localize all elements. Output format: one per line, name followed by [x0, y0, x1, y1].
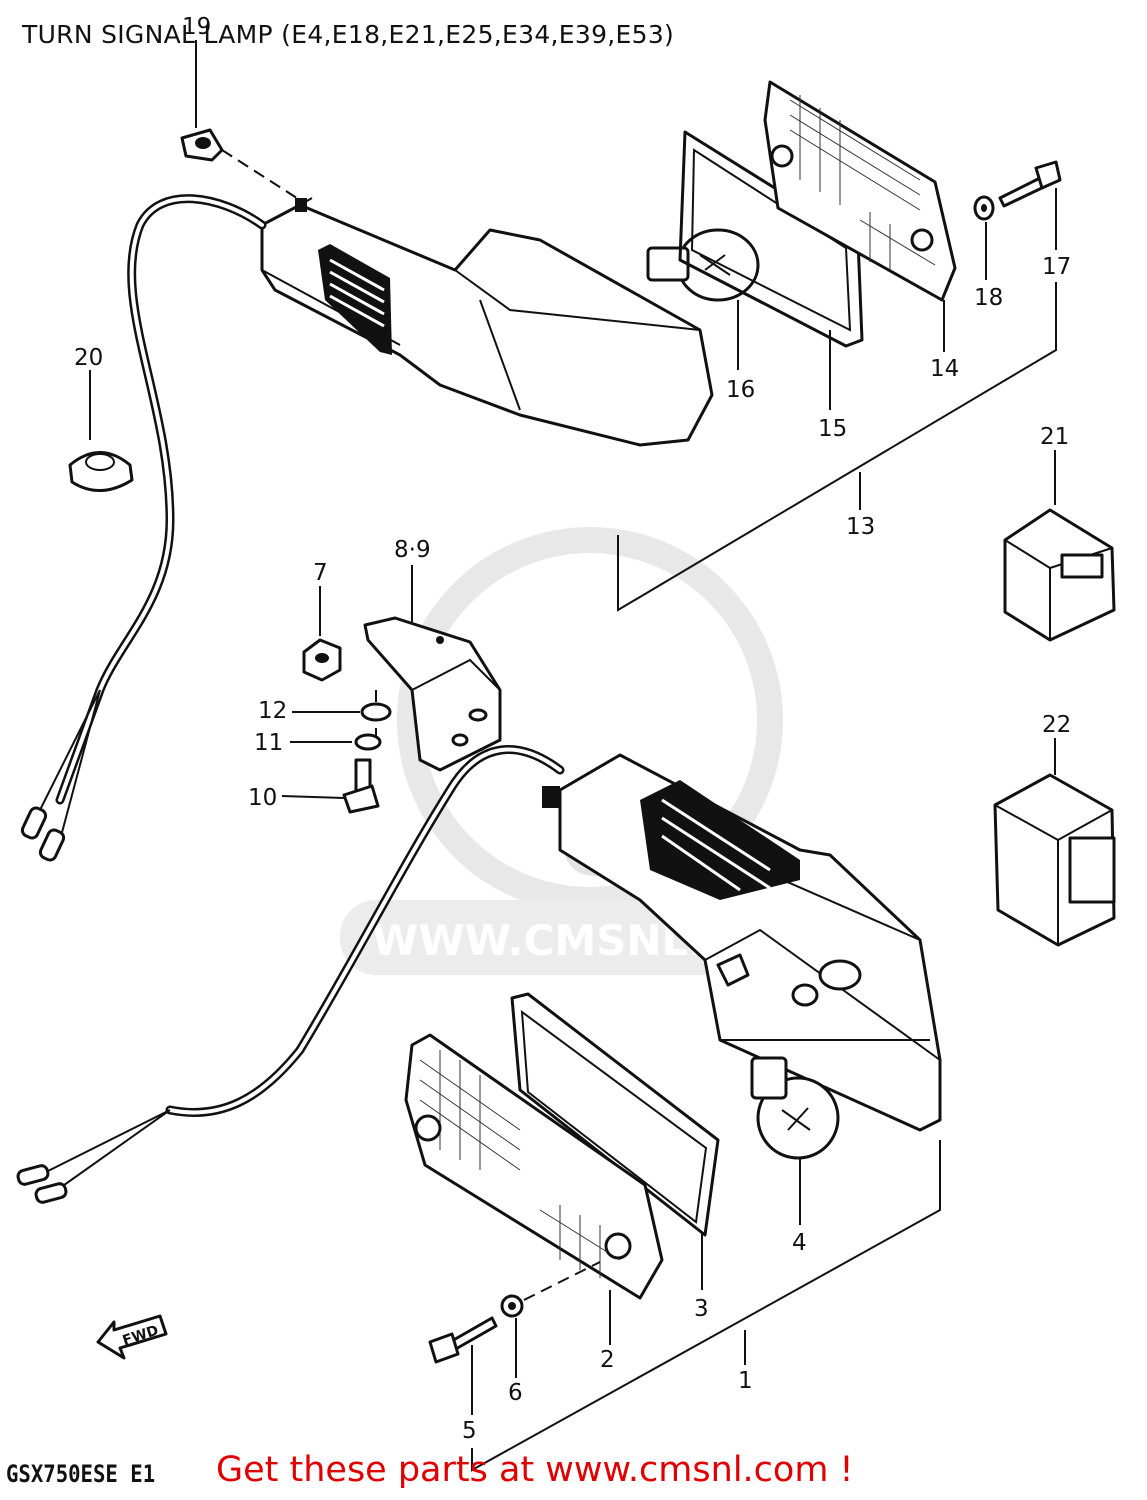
part-16-bulb [646, 228, 760, 302]
diagram-title: TURN SIGNAL LAMP (E4,E18,E21,E25,E34,E39… [22, 20, 675, 49]
part-17-screw [998, 160, 1062, 208]
callout-22: 22 [1042, 712, 1071, 738]
part-3-gasket [510, 992, 720, 1237]
promo-link-text[interactable]: Get these parts at www.cmsnl.com ! [216, 1450, 854, 1490]
part-7-nut [302, 638, 342, 682]
callout-20: 20 [74, 345, 103, 371]
callout-4: 4 [792, 1230, 807, 1256]
upper-cooling-fins [318, 244, 392, 355]
upper-turn-signal-housing [260, 197, 714, 447]
callout-1-bracket [471, 1140, 941, 1472]
fwd-arrow-icon: FWD [96, 1314, 168, 1360]
part-18-washer [973, 195, 995, 221]
callout-6: 6 [508, 1380, 523, 1406]
lower-cooling-fins [640, 780, 800, 900]
part-6-washer [500, 1294, 524, 1318]
callout-15: 15 [818, 416, 847, 442]
upper-wire [20, 194, 267, 862]
part-14-lens [763, 80, 957, 302]
part-2-lens [404, 1033, 664, 1300]
part-12-washer [360, 702, 392, 722]
callout-labels: 19 20 16 15 14 18 17 13 21 7 8·9 12 11 1… [74, 14, 1071, 1444]
callout-12: 12 [258, 698, 287, 724]
callout-5: 5 [462, 1418, 477, 1444]
callout-7: 7 [313, 560, 328, 586]
callout-19: 19 [182, 14, 211, 40]
callout-2: 2 [600, 1347, 615, 1373]
callout-14: 14 [930, 356, 959, 382]
part-4-bulb [750, 1056, 840, 1160]
callout-13-bracket [617, 282, 1057, 612]
callout-1: 1 [738, 1368, 753, 1394]
callout-17: 17 [1042, 254, 1071, 280]
lower-wire [16, 745, 565, 1204]
part-22-relay [993, 773, 1116, 947]
callout-16: 16 [726, 377, 755, 403]
part-11-lock-washer [354, 733, 382, 751]
part-21-relay [1003, 508, 1116, 642]
callout-13: 13 [846, 514, 875, 540]
part-19-grommet [180, 128, 224, 162]
callout-18: 18 [974, 285, 1003, 311]
callout-10: 10 [248, 785, 277, 811]
part-8-9-bracket [363, 616, 502, 772]
part-10-bolt [342, 758, 380, 814]
callout-3: 3 [694, 1296, 709, 1322]
callout-11: 11 [254, 730, 283, 756]
callout-21: 21 [1040, 424, 1069, 450]
model-code: GSX750ESE E1 [6, 1460, 156, 1488]
callout-8-9: 8·9 [394, 537, 431, 563]
part-5-screw [428, 1316, 498, 1364]
part-20-grommet [68, 451, 134, 492]
lower-turn-signal-housing [542, 753, 942, 1132]
